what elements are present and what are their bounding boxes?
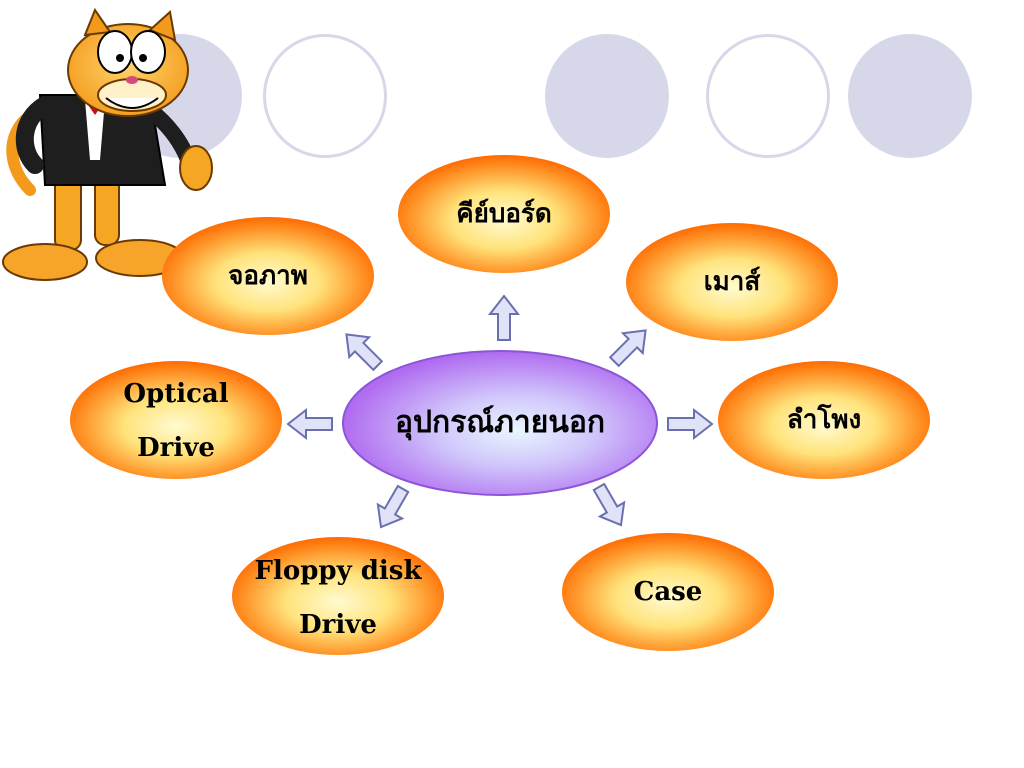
arrow-to-case bbox=[592, 482, 626, 527]
node-monitor-label: จอภาพ bbox=[228, 261, 308, 291]
node-optical-drive bbox=[70, 361, 282, 479]
node-case-label: Case bbox=[633, 577, 703, 607]
node-keyboard-label: คีย์บอร์ด bbox=[456, 199, 552, 229]
node-mouse-label: เมาส์ bbox=[703, 267, 761, 297]
node-monitor bbox=[162, 217, 374, 335]
decor-circle-3 bbox=[545, 34, 669, 158]
decor-circle-5 bbox=[848, 34, 972, 158]
node-case bbox=[562, 533, 774, 651]
center-node-label: อุปกรณ์ภายนอก bbox=[394, 405, 606, 440]
arrow-to-monitor bbox=[345, 333, 384, 372]
decor-circle-2 bbox=[263, 34, 387, 158]
arrow-to-floppy-drive bbox=[376, 484, 410, 529]
node-mouse bbox=[626, 223, 838, 341]
cartoon-cat-mascot-icon bbox=[2, 7, 213, 281]
node-speaker-label: ลำโพง bbox=[786, 405, 862, 435]
center-node bbox=[342, 350, 658, 496]
node-speaker bbox=[718, 361, 930, 479]
node-keyboard bbox=[398, 155, 610, 273]
arrow-to-speaker bbox=[667, 407, 714, 441]
arrow-to-optical-drive bbox=[286, 407, 333, 441]
node-optical-drive-label: Optical Drive bbox=[123, 379, 229, 463]
decor-circle-4 bbox=[706, 34, 830, 158]
arrow-to-mouse bbox=[608, 329, 647, 368]
arrow-to-keyboard bbox=[487, 294, 521, 341]
node-floppy-disk-drive-label: Floppy disk Drive bbox=[254, 556, 422, 640]
node-floppy-disk-drive bbox=[232, 537, 444, 655]
